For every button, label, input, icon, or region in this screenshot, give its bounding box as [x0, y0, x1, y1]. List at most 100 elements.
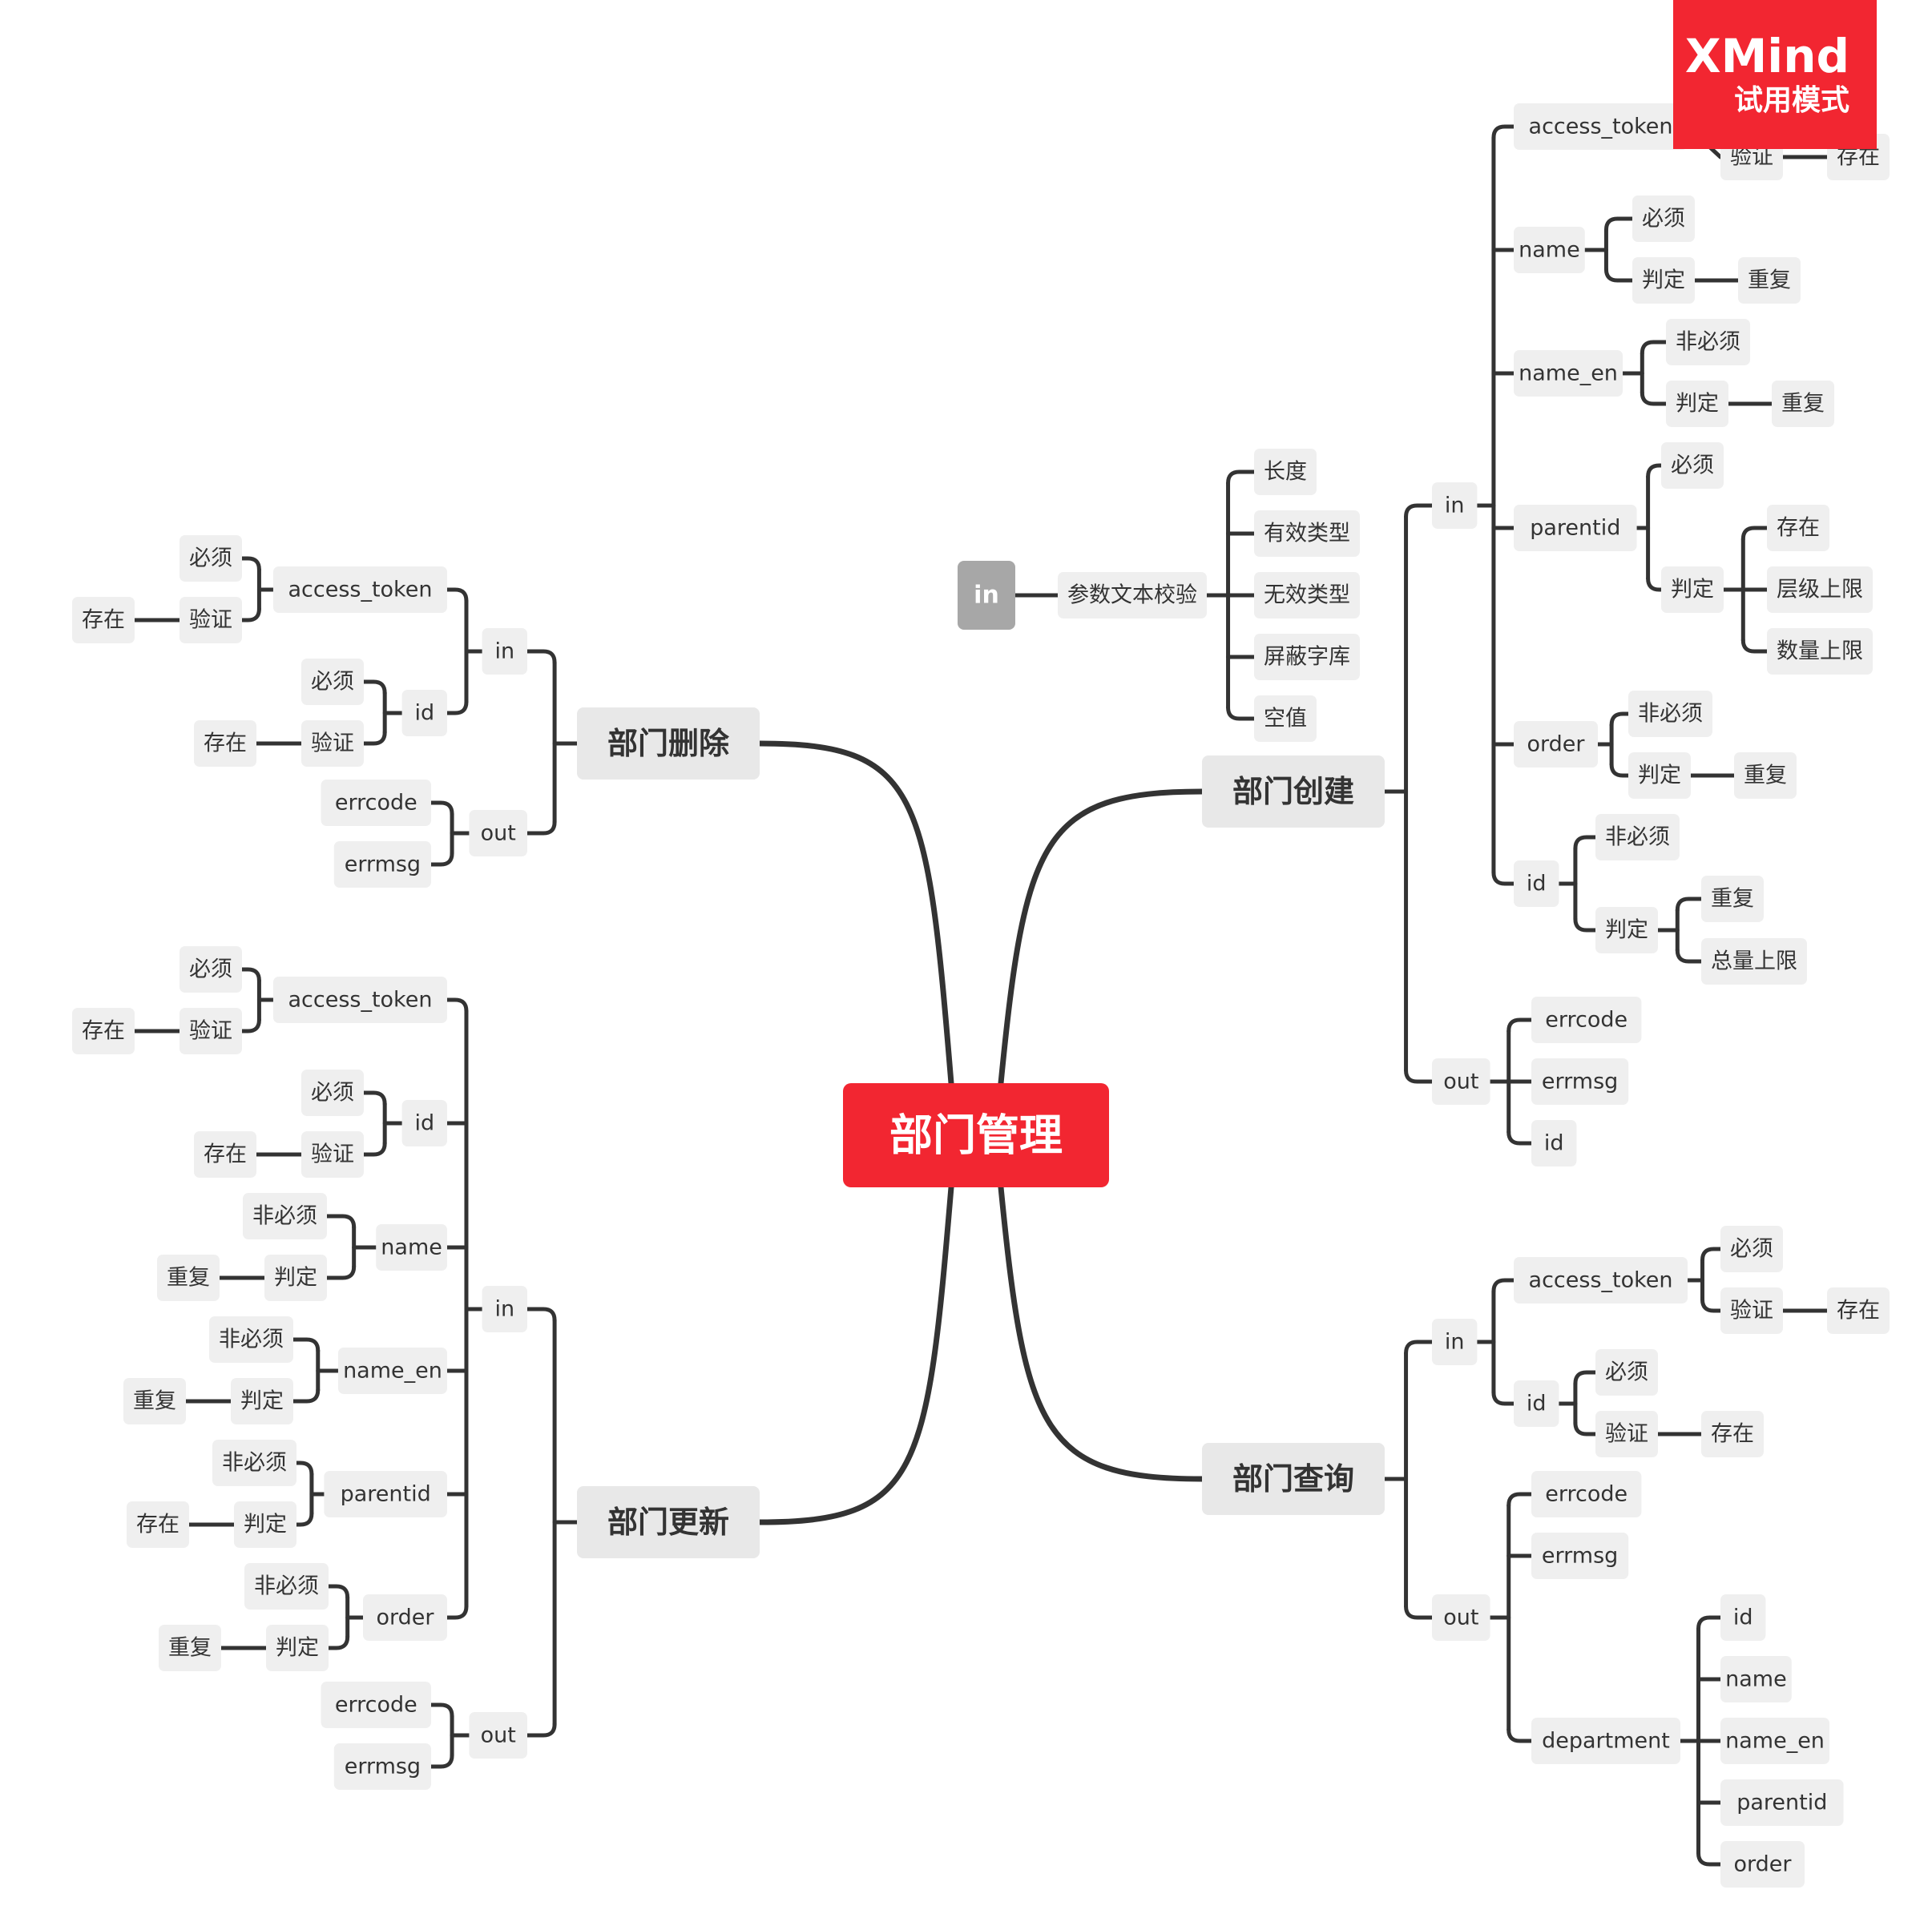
topic-q-at[interactable]: access_token [1514, 1257, 1688, 1303]
topic-d-at-ex[interactable]: 存在 [72, 597, 135, 643]
topic-label: 重复 [133, 1389, 176, 1414]
topic-u-od-j[interactable]: 判定 [266, 1625, 329, 1671]
topic-q-at-req[interactable]: 必须 [1720, 1226, 1783, 1272]
topic-c-pi[interactable]: parentid [1514, 505, 1637, 551]
topic-q-at-ex[interactable]: 存在 [1827, 1287, 1890, 1334]
topic-u[interactable]: 部门更新 [577, 1486, 760, 1558]
topic-c-id-j[interactable]: 判定 [1595, 907, 1658, 953]
topic-p-2[interactable]: 有效类型 [1254, 510, 1360, 557]
topic-c-in[interactable]: in [1432, 482, 1478, 529]
topic-c-nm[interactable]: name [1514, 227, 1585, 273]
topic-u-em[interactable]: errmsg [333, 1743, 431, 1790]
topic-p[interactable]: 参数文本校验 [1058, 572, 1207, 618]
topic-q-id[interactable]: id [1514, 1380, 1559, 1427]
topic-d[interactable]: 部门删除 [577, 707, 760, 780]
topic-p-4[interactable]: 屏蔽字库 [1254, 634, 1360, 680]
topic-q-em[interactable]: errmsg [1531, 1533, 1629, 1579]
topic-c-id[interactable]: id [1514, 860, 1559, 907]
topic-u-nm-j[interactable]: 判定 [264, 1255, 327, 1301]
topic-c-ne-d[interactable]: 重复 [1772, 381, 1834, 427]
topic-c-id-tl[interactable]: 总量上限 [1701, 938, 1807, 985]
topic-u-ne-d[interactable]: 重复 [123, 1378, 186, 1424]
topic-c-nm-d[interactable]: 重复 [1738, 257, 1801, 304]
topic-c-ne-j[interactable]: 判定 [1666, 381, 1728, 427]
topic-u-nm[interactable]: name [376, 1224, 447, 1271]
topic-u-ec[interactable]: errcode [321, 1682, 431, 1728]
topic-u-od-d[interactable]: 重复 [159, 1625, 221, 1671]
topic-p-badge[interactable]: in [958, 561, 1015, 630]
topic-c-o1[interactable]: errcode [1531, 997, 1642, 1043]
topic-c-nm-req[interactable]: 必须 [1632, 195, 1695, 242]
topic-p-1[interactable]: 长度 [1254, 449, 1317, 495]
topic-u-pi[interactable]: parentid [324, 1471, 447, 1517]
topic-c-o2[interactable]: errmsg [1531, 1058, 1629, 1105]
topic-u-pi-j[interactable]: 判定 [234, 1501, 296, 1548]
topic-c-pi-req[interactable]: 必须 [1661, 442, 1724, 489]
topic-c-od-d[interactable]: 重复 [1734, 752, 1797, 799]
topic-q-f1[interactable]: id [1720, 1594, 1766, 1641]
topic-u-id-ex[interactable]: 存在 [194, 1131, 256, 1178]
topic-c-od[interactable]: order [1514, 721, 1598, 768]
topic-u-at-req[interactable]: 必须 [179, 946, 242, 993]
topic-u-ne[interactable]: name_en [337, 1348, 447, 1394]
topic-c-nm-j[interactable]: 判定 [1632, 257, 1695, 304]
topic-root[interactable]: 部门管理 [843, 1083, 1109, 1187]
topic-u-id-chk[interactable]: 验证 [301, 1131, 364, 1178]
topic-u-nm-d[interactable]: 重复 [157, 1255, 220, 1301]
topic-q[interactable]: 部门查询 [1202, 1443, 1385, 1515]
topic-u-od-opt[interactable]: 非必须 [244, 1563, 329, 1610]
topic-q-id-ex[interactable]: 存在 [1701, 1411, 1764, 1457]
topic-p-5[interactable]: 空值 [1254, 695, 1317, 742]
topic-q-at-chk[interactable]: 验证 [1720, 1287, 1783, 1334]
topic-c-ne-opt[interactable]: 非必须 [1666, 319, 1750, 365]
topic-u-id-req[interactable]: 必须 [301, 1070, 364, 1116]
topic-c-od-opt[interactable]: 非必须 [1628, 691, 1712, 737]
topic-c-o3[interactable]: id [1531, 1120, 1577, 1166]
topic-q-out[interactable]: out [1432, 1594, 1490, 1641]
topic-d-em[interactable]: errmsg [333, 841, 431, 888]
topic-u-nm-opt[interactable]: 非必须 [243, 1193, 327, 1239]
topic-q-ec[interactable]: errcode [1531, 1471, 1642, 1517]
topic-c[interactable]: 部门创建 [1202, 755, 1385, 828]
topic-u-at-chk[interactable]: 验证 [179, 1008, 242, 1054]
topic-q-f3[interactable]: name_en [1720, 1718, 1830, 1764]
topic-c-pi-ct[interactable]: 数量上限 [1767, 628, 1873, 675]
topic-u-at[interactable]: access_token [272, 977, 447, 1023]
topic-d-id-ex[interactable]: 存在 [194, 720, 256, 767]
topic-c-pi-lv[interactable]: 层级上限 [1767, 566, 1873, 613]
topic-c-ne[interactable]: name_en [1514, 350, 1623, 397]
topic-u-od[interactable]: order [363, 1594, 447, 1641]
topic-q-f2[interactable]: name [1720, 1656, 1792, 1702]
topic-c-id-opt[interactable]: 非必须 [1595, 814, 1680, 860]
topic-d-ec[interactable]: errcode [321, 780, 431, 826]
topic-u-id[interactable]: id [401, 1100, 447, 1146]
topic-d-out[interactable]: out [469, 810, 527, 856]
topic-c-out[interactable]: out [1432, 1058, 1490, 1105]
topic-d-at[interactable]: access_token [272, 566, 447, 613]
topic-q-id-req[interactable]: 必须 [1595, 1349, 1658, 1396]
topic-q-f5[interactable]: order [1720, 1841, 1805, 1888]
topic-c-pi-ex[interactable]: 存在 [1767, 505, 1829, 551]
topic-c-pi-j[interactable]: 判定 [1661, 566, 1724, 613]
topic-u-ne-opt[interactable]: 非必须 [209, 1316, 293, 1363]
topic-u-pi-ex[interactable]: 存在 [127, 1501, 189, 1548]
topic-q-f4[interactable]: parentid [1720, 1779, 1844, 1826]
topic-q-dp[interactable]: department [1531, 1718, 1680, 1764]
topic-d-at-req[interactable]: 必须 [179, 535, 242, 582]
topic-c-od-j[interactable]: 判定 [1628, 752, 1691, 799]
topic-u-at-ex[interactable]: 存在 [72, 1008, 135, 1054]
topic-c-id-d[interactable]: 重复 [1701, 876, 1764, 922]
topic-c-at[interactable]: access_token [1514, 103, 1688, 150]
topic-q-id-chk[interactable]: 验证 [1595, 1411, 1658, 1457]
topic-d-id[interactable]: id [401, 690, 447, 736]
topic-d-in[interactable]: in [482, 628, 527, 675]
topic-u-ne-j[interactable]: 判定 [231, 1378, 293, 1424]
topic-q-in[interactable]: in [1432, 1319, 1478, 1365]
topic-u-in[interactable]: in [482, 1286, 527, 1332]
topic-p-3[interactable]: 无效类型 [1254, 572, 1360, 618]
topic-d-id-req[interactable]: 必须 [301, 659, 364, 705]
topic-d-at-chk[interactable]: 验证 [179, 597, 242, 643]
topic-u-pi-opt[interactable]: 非必须 [212, 1440, 296, 1486]
topic-u-out[interactable]: out [469, 1712, 527, 1759]
topic-d-id-chk[interactable]: 验证 [301, 720, 364, 767]
